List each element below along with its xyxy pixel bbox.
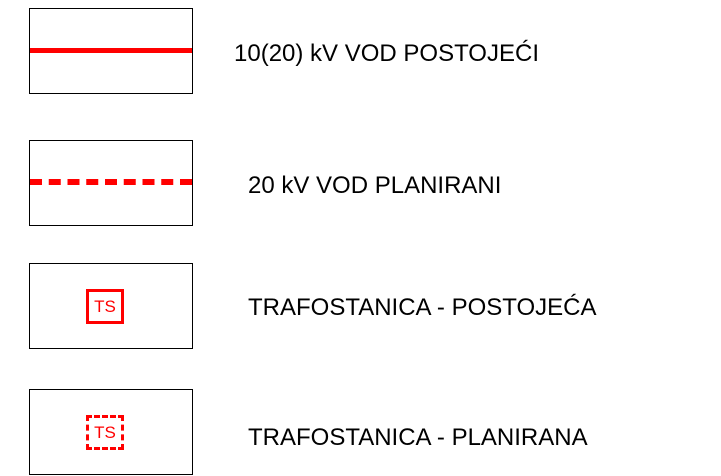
- legend-label-planned-substation: TRAFOSTANICA - PLANIRANA: [248, 424, 588, 451]
- substation-planned-symbol: TS: [86, 415, 124, 450]
- legend-swatch-existing-line: [29, 8, 193, 94]
- solid-line-symbol: [30, 48, 192, 53]
- dashed-line-symbol: [30, 179, 192, 185]
- legend-label-existing-line: 10(20) kV VOD POSTOJEĆI: [234, 40, 539, 67]
- legend-swatch-planned-line: [29, 140, 193, 226]
- legend-swatch-planned-substation: TS: [29, 389, 193, 475]
- legend-label-planned-line: 20 kV VOD PLANIRANI: [248, 172, 502, 199]
- substation-existing-symbol: TS: [86, 289, 124, 324]
- legend-label-existing-substation: TRAFOSTANICA - POSTOJEĆA: [248, 294, 597, 321]
- legend-swatch-existing-substation: TS: [29, 263, 193, 349]
